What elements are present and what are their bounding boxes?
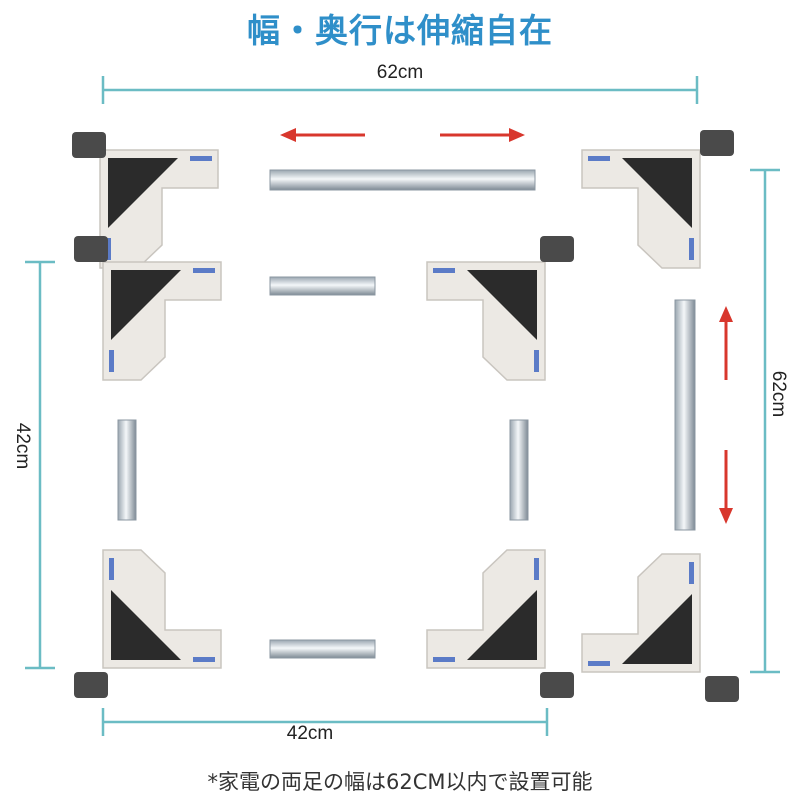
small-frame xyxy=(74,236,574,698)
dimension-right-depth: 62cm xyxy=(768,370,789,418)
dimension-bottom-width: 42cm xyxy=(286,723,334,744)
large-frame xyxy=(72,130,739,702)
footnote: *家電の両足の幅は62CM以内で設置可能 xyxy=(207,770,593,794)
dimension-lines xyxy=(25,76,780,736)
page-title: 幅・奥行は伸縮自在 xyxy=(247,11,553,50)
dimension-top-width: 62cm xyxy=(376,62,424,83)
dimension-left-depth: 42cm xyxy=(12,422,33,470)
extension-arrows xyxy=(280,128,733,524)
